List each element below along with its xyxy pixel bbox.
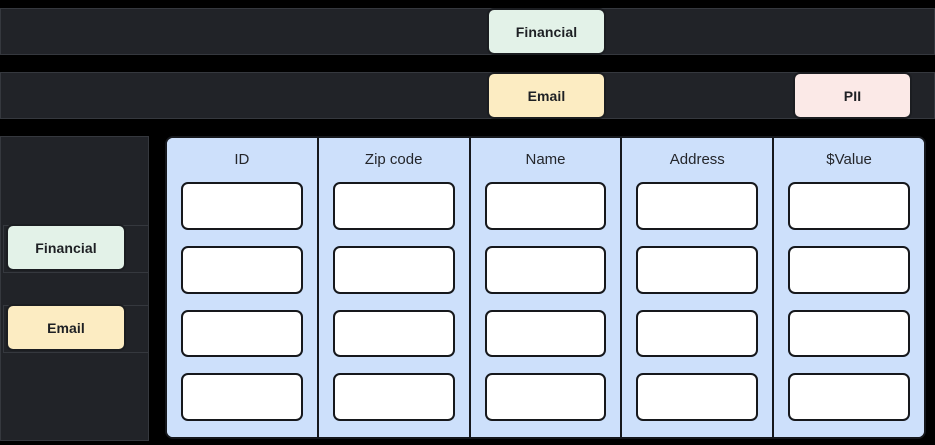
tag-badge-pii[interactable]: PII xyxy=(793,72,912,119)
column-header: Name xyxy=(525,151,566,168)
table-cell[interactable] xyxy=(181,373,303,421)
table-cell[interactable] xyxy=(332,245,455,294)
table-cell[interactable] xyxy=(181,182,303,230)
side-panel xyxy=(0,136,149,441)
table-column-value: $Value xyxy=(774,138,924,437)
table-cell[interactable] xyxy=(636,245,759,294)
table-column-name: Name xyxy=(470,138,623,437)
table-cell[interactable] xyxy=(636,309,759,358)
table-column-address: Address xyxy=(622,138,775,437)
tag-row-2 xyxy=(0,72,935,119)
data-table: ID Zip code Name Address $Value xyxy=(165,136,926,439)
column-header: $Value xyxy=(826,151,872,168)
table-cell[interactable] xyxy=(484,373,607,421)
tag-badge-email[interactable]: Email xyxy=(487,72,606,119)
tag-row-1 xyxy=(0,8,935,55)
table-cell[interactable] xyxy=(181,245,303,294)
column-header: ID xyxy=(234,151,250,168)
table-cell[interactable] xyxy=(484,309,607,358)
column-header: Zip code xyxy=(364,151,423,168)
tag-badge-financial[interactable]: Financial xyxy=(487,8,606,55)
table-column-zip-code: Zip code xyxy=(318,138,471,437)
column-header: Address xyxy=(669,151,725,168)
table-cell[interactable] xyxy=(788,309,910,358)
table-cell[interactable] xyxy=(332,182,455,230)
table-cell[interactable] xyxy=(484,245,607,294)
table-column-id: ID xyxy=(167,138,319,437)
table-cell[interactable] xyxy=(788,373,910,421)
table-cell[interactable] xyxy=(484,182,607,230)
table-cell[interactable] xyxy=(332,373,455,421)
table-cell[interactable] xyxy=(788,245,910,294)
table-cell[interactable] xyxy=(636,182,759,230)
table-cell[interactable] xyxy=(332,309,455,358)
side-badge-email[interactable]: Email xyxy=(6,304,126,351)
table-cell[interactable] xyxy=(636,373,759,421)
side-badge-financial[interactable]: Financial xyxy=(6,224,126,271)
table-cell[interactable] xyxy=(181,309,303,358)
table-cell[interactable] xyxy=(788,182,910,230)
